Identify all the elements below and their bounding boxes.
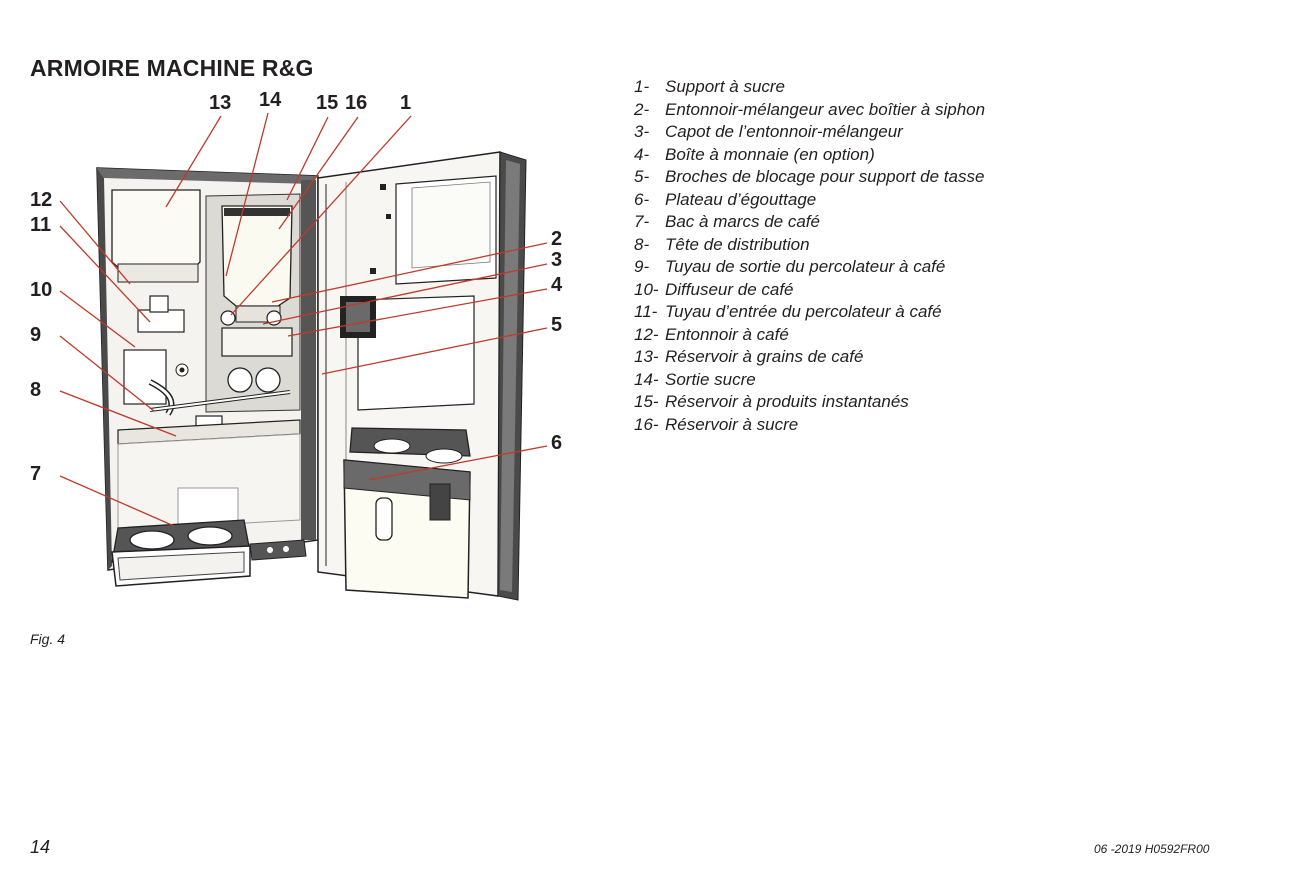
drip-tray (343, 427, 471, 599)
machine-cabinet-figure: 13 14 15 16 1 2 3 4 5 6 12 11 10 9 8 7 (30, 89, 563, 601)
legend-item: 2-Entonnoir-mélangeur avec boîtier à sip… (634, 99, 986, 119)
dispensing-head (117, 390, 301, 445)
legend-item: 16-Réservoir à sucre (634, 414, 799, 434)
callout-13: 13 (209, 92, 231, 114)
document-code: 06 -2019 H0592FR00 (1094, 842, 1210, 856)
legend-item: 13-Réservoir à grains de café (634, 347, 864, 366)
legend-item: 3-Capot de l’entonnoir-mélangeur (634, 122, 903, 141)
coffee-bean-hopper (111, 189, 201, 283)
legend-item: 12-Entonnoir à café (634, 324, 789, 344)
legend-item: 14-Sortie sucre (634, 369, 756, 389)
callout-7: 7 (30, 463, 41, 485)
callout-6: 6 (551, 432, 562, 454)
mixing-bowls (220, 310, 293, 393)
callout-4: 4 (551, 274, 563, 296)
cabinet-base (249, 539, 307, 561)
legend-item: 6-Plateau d’égouttage (634, 189, 817, 209)
callout-14: 14 (259, 89, 282, 111)
legend-item: 9-Tuyau de sortie du percolateur à café (634, 257, 946, 276)
callout-11: 11 (30, 214, 51, 236)
callout-16: 16 (345, 92, 367, 114)
legend-item: 5-Broches de blocage pour support de tas… (634, 167, 985, 186)
callout-numbers: 13 14 15 16 1 2 3 4 5 6 12 11 10 9 8 7 (30, 89, 563, 485)
legend-item: 10-Diffuseur de café (634, 279, 794, 299)
figure-caption: Fig. 4 (30, 631, 66, 647)
brewer-group (123, 295, 189, 416)
leader-lines (59, 112, 548, 527)
callout-3: 3 (551, 249, 562, 271)
legend-item: 1-Support à sucre (634, 77, 786, 96)
callout-12: 12 (30, 189, 52, 211)
legend-item: 8-Tête de distribution (634, 234, 810, 254)
callout-1: 1 (400, 92, 411, 114)
legend-item: 11-Tuyau d’entrée du percolateur à café (634, 302, 942, 321)
legend-item: 7-Bac à marcs de café (634, 212, 820, 231)
callout-2: 2 (551, 228, 562, 250)
lower-compartment (117, 433, 301, 531)
callout-5: 5 (551, 314, 562, 336)
legend-item: 4-Boîte à monnaie (en option) (634, 144, 875, 164)
grounds-drawer (111, 519, 251, 587)
legend-item: 15-Réservoir à produits instantanés (634, 392, 909, 411)
callout-10: 10 (30, 279, 52, 301)
callout-8: 8 (30, 379, 41, 401)
callout-15: 15 (316, 92, 338, 114)
page-title: ARMOIRE MACHINE R&G (30, 55, 314, 81)
page-number: 14 (30, 837, 51, 857)
callout-9: 9 (30, 324, 41, 346)
parts-legend: 1-Support à sucre 2-Entonnoir-mélangeur … (634, 76, 985, 436)
